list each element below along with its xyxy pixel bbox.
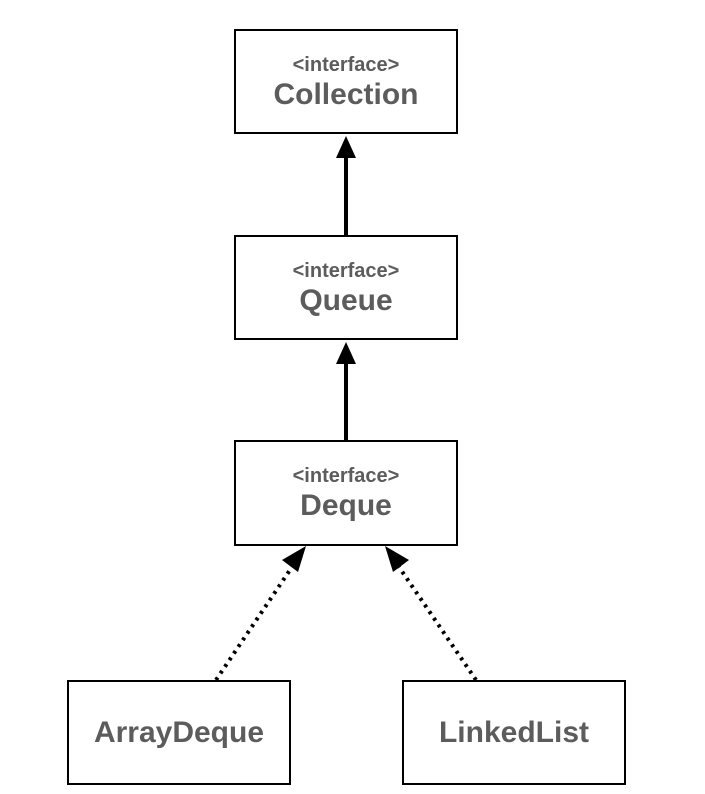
collection-interface-box: <interface> Collection — [234, 29, 458, 134]
deque-name: Deque — [300, 489, 392, 522]
arraydeque-class-box: ArrayDeque — [67, 680, 291, 785]
queue-stereotype: <interface> — [292, 259, 400, 282]
arraydeque-name: ArrayDeque — [93, 715, 265, 749]
edge-queue-to-collection — [336, 136, 356, 235]
queue-interface-box: <interface> Queue — [234, 235, 458, 340]
arrowhead-icon — [282, 546, 306, 572]
arrowhead-icon — [385, 546, 409, 572]
edge-linkedlist-to-deque — [385, 546, 478, 682]
arrowhead-icon — [336, 136, 356, 158]
queue-name: Queue — [299, 283, 393, 317]
edge-deque-to-queue — [336, 342, 356, 440]
linkedlist-name: LinkedList — [438, 715, 589, 749]
arrowhead-icon — [336, 342, 356, 364]
edge-arraydeque-to-deque — [214, 546, 306, 682]
collection-stereotype: <interface> — [292, 53, 400, 76]
deque-interface-box: <interface> Deque — [234, 440, 458, 546]
deque-stereotype: <interface> — [292, 465, 400, 487]
linkedlist-class-box: LinkedList — [402, 680, 626, 785]
collection-name: Collection — [273, 77, 419, 111]
